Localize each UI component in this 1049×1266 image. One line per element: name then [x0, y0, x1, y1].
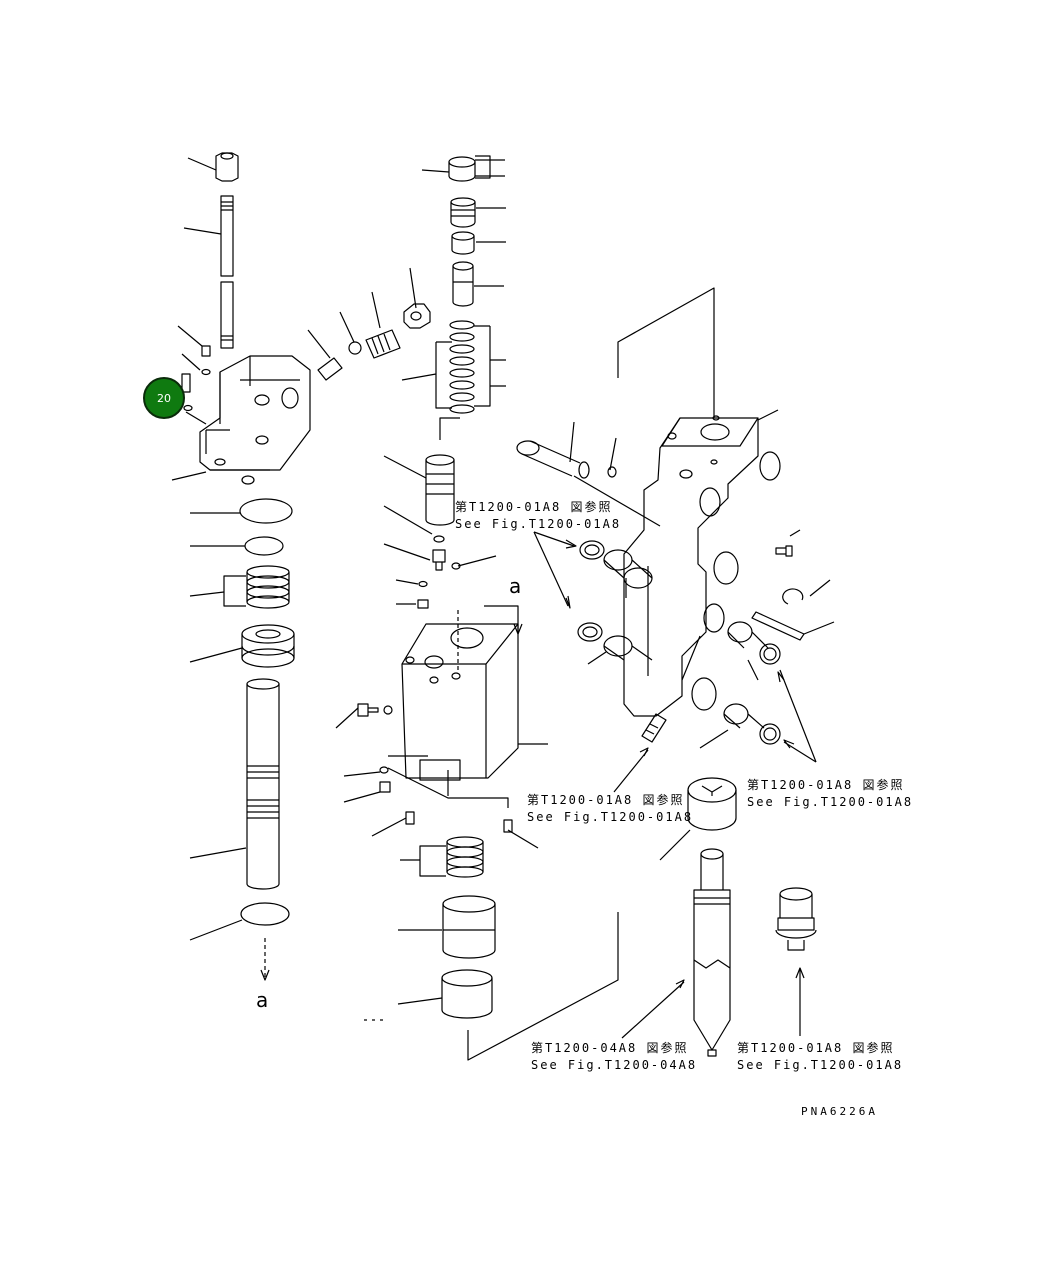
reference-callout: 第T1200-01A8 図参照 See Fig.T1200-01A8 [527, 792, 693, 826]
callout-line-en: See Fig.T1200-01A8 [455, 517, 622, 531]
drawing-code: PNA6226A [801, 1105, 878, 1118]
connector-label-a-bottom: a [256, 988, 269, 1012]
callout-line-en: See Fig.T1200-01A8 [737, 1058, 904, 1072]
bottom-right-parts [533, 531, 817, 1057]
callout-line-jp: 第T1200-01A8 図参照 [455, 500, 613, 514]
middle-column-parts [307, 155, 619, 1061]
right-lever-assembly [516, 287, 835, 749]
callout-line-jp: 第T1200-04A8 図参照 [531, 1041, 689, 1055]
middle-fittings [317, 303, 431, 381]
reference-callout: 第T1200-01A8 図参照 See Fig.T1200-01A8 [455, 499, 621, 533]
callout-line-jp: 第T1200-01A8 図参照 [747, 778, 905, 792]
reference-callout: 第T1200-01A8 図参照 See Fig.T1200-01A8 [737, 1040, 903, 1074]
callout-line-en: See Fig.T1200-01A8 [527, 810, 694, 824]
part-number-badge[interactable]: 20 [143, 377, 185, 419]
connector-label-a-top: a [509, 574, 522, 598]
left-column-parts [171, 152, 311, 981]
callout-line-jp: 第T1200-01A8 図参照 [737, 1041, 895, 1055]
callout-line-en: See Fig.T1200-01A8 [747, 795, 914, 809]
reference-callout: 第T1200-01A8 図参照 See Fig.T1200-01A8 [747, 777, 913, 811]
part-number-label: 20 [157, 391, 171, 405]
reference-callout: 第T1200-04A8 図参照 See Fig.T1200-04A8 [531, 1040, 697, 1074]
callout-line-en: See Fig.T1200-04A8 [531, 1058, 698, 1072]
callout-line-jp: 第T1200-01A8 図参照 [527, 793, 685, 807]
